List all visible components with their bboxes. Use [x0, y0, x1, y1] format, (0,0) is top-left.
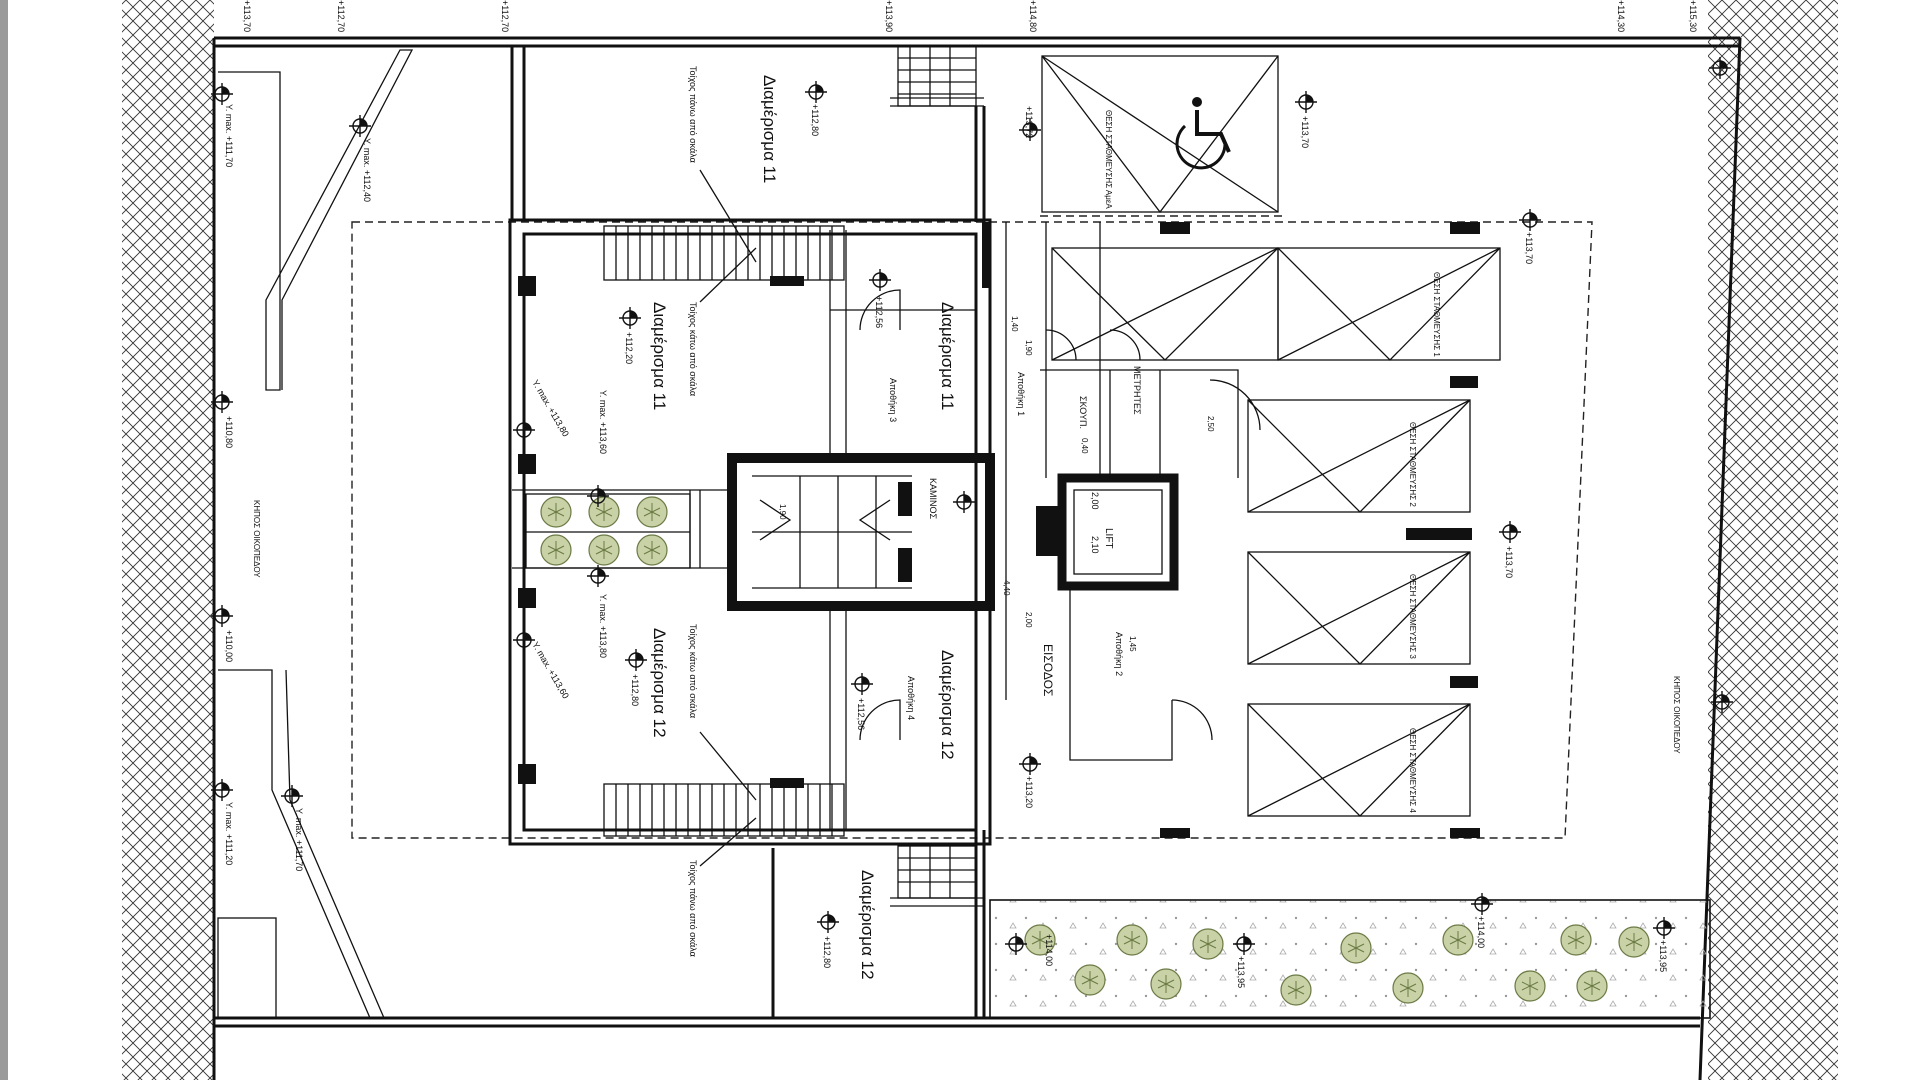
parking-label: ΘΕΣΗ ΣΤΑΘΜΕΥΣΗΣ 4 [1408, 728, 1417, 813]
apt11-left-label: Διαμέρισμα 11 [650, 302, 669, 410]
apt11-upper-label: Διαμέρισμα 11 [760, 75, 779, 183]
level-label: +113,95 [1236, 956, 1246, 988]
parking-bays [1051, 247, 1501, 817]
level-label: +112,80 [822, 936, 832, 968]
level-label: +112,80 [810, 104, 820, 136]
right-boundary-hatch [1708, 0, 1838, 1080]
level-label: +112,80 [630, 674, 640, 706]
parking-label: ΘΕΣΗ ΣΤΑΘΜΕΥΣΗΣ 2 [1408, 422, 1417, 507]
storage-label: Αποθήκη 3 [888, 378, 898, 422]
level-label: +112,56 [874, 296, 884, 328]
level-label: Y. max. +113,60 [530, 640, 571, 700]
level-label: Y. max. +113,60 [598, 390, 608, 454]
wall-note: Τοίχος πάνω από σκάλα [688, 66, 698, 163]
storage-label: Αποθήκη 2 [1114, 632, 1124, 676]
parking-label: ΘΕΣΗ ΣΤΑΘΜΕΥΣΗΣ 1 [1432, 272, 1441, 357]
edge-level-label: +112,70 [500, 0, 510, 32]
wheelchair-icon [1175, 97, 1231, 170]
level-label: +110,80 [224, 416, 234, 448]
level-label: +112,20 [624, 332, 634, 364]
accessible-parking-space [1041, 55, 1279, 214]
apt12-left-label: Διαμέρισμα 12 [650, 628, 669, 738]
dimension-label: 1,45 [1128, 636, 1137, 652]
edge-level-label: +112,70 [336, 0, 346, 32]
plan-labels: Διαμέρισμα 11 Διαμέρισμα 11 Διαμέρισμα 1… [224, 0, 1698, 988]
apt12-lower-label: Διαμέρισμα 12 [858, 870, 877, 980]
level-markers [210, 56, 1734, 956]
level-label: +113,70 [1524, 232, 1534, 264]
level-label: +114,00 [1476, 916, 1486, 948]
level-label: Y. max. +113,80 [598, 594, 608, 658]
level-label: Y. max. +111,70 [224, 104, 234, 167]
dimension-label: 4,40 [1002, 580, 1011, 596]
level-label: +113,20 [1024, 776, 1034, 808]
wall-note: Τοίχος κάτω από σκάλα [688, 624, 698, 718]
level-label: +110,00 [224, 630, 234, 662]
dimension-label: 2,10 [1090, 536, 1100, 554]
storage-label: Αποθήκη 4 [906, 676, 916, 720]
edge-level-label: +113,90 [884, 0, 894, 32]
level-label: +113,72 [1024, 106, 1034, 138]
edge-level-label: +114,80 [1028, 0, 1038, 32]
dimension-label: 1,90 [778, 504, 787, 520]
dimension-label: 0,40 [1080, 438, 1089, 454]
dimension-label: 1,90 [1024, 340, 1033, 356]
level-label: Y. max. +111,70 [294, 808, 304, 871]
meters-room-label: ΜΕΤΡΗΤΕΣ [1132, 366, 1142, 415]
edge-level-label: +113,70 [242, 0, 252, 32]
parking-label: ΘΕΣΗ ΣΤΑΘΜΕΥΣΗΣ ΑμεΑ [1104, 110, 1113, 209]
lift-label: LIFT [1103, 528, 1114, 549]
dimension-label: 2,00 [1090, 492, 1100, 510]
dimension-label: 2,50 [1206, 416, 1215, 432]
left-boundary-hatch [122, 0, 214, 1080]
sheet-edge [0, 0, 8, 1080]
waste-room-label: ΣΚΟΥΠ. [1078, 396, 1088, 429]
apt11-center-label: Διαμέρισμα 11 [938, 302, 957, 410]
apt12-center-label: Διαμέρισμα 12 [938, 650, 957, 760]
level-label: Y. max. +112,40 [362, 138, 372, 202]
entrance-label: ΕΙΣΟΔΟΣ [1041, 644, 1055, 696]
chimney-label: ΚΑΜΙΝΟΣ [928, 478, 938, 520]
level-label: +113,70 [1300, 116, 1310, 148]
garden-label: ΚΗΠΟΣ ΟΙΚΟΠΕΔΟΥ [1672, 676, 1681, 754]
garden-label: ΚΗΠΟΣ ΟΙΚΟΠΕΔΟΥ [252, 500, 261, 578]
dimension-label: 1,40 [1010, 316, 1019, 332]
dimension-label: 2,00 [1024, 612, 1033, 628]
wall-note: Τοίχος κάτω από σκάλα [688, 302, 698, 396]
level-label: Y. max. +113,80 [530, 378, 571, 438]
wall-note: Τοίχος πάνω από σκάλα [688, 860, 698, 957]
level-label: +113,95 [1658, 940, 1668, 972]
interior-stairs [603, 45, 977, 1018]
front-garden [989, 899, 1711, 1019]
edge-level-label: +115,30 [1688, 0, 1698, 32]
planter-strip [525, 493, 691, 569]
edge-level-label: +114,30 [1616, 0, 1626, 32]
level-label: +112,56 [856, 698, 866, 730]
parking-label: ΘΕΣΗ ΣΤΑΘΜΕΥΣΗΣ 3 [1408, 574, 1417, 659]
storage-label: Αποθήκη 1 [1016, 372, 1026, 416]
level-label: Y. max. +111,20 [224, 802, 234, 865]
level-label: +114,00 [1044, 934, 1054, 966]
level-label: +113,70 [1504, 546, 1514, 578]
